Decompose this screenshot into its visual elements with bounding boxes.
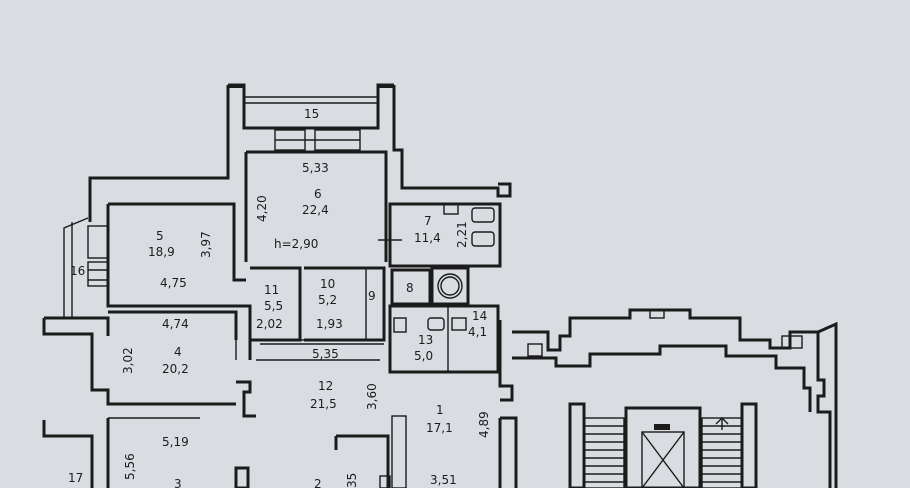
- label-room-16: 16: [70, 264, 85, 278]
- label-room-5-number: 5: [156, 229, 164, 243]
- label-room-10-dim: 1,93: [316, 317, 343, 331]
- label-room-12-area: 21,5: [310, 397, 337, 411]
- label-room-6-depth: 4,20: [255, 195, 269, 222]
- label-room-7-number: 7: [424, 214, 432, 228]
- label-room-3-width: 5,19: [162, 435, 189, 449]
- label-room-4-dim: 3,02: [121, 347, 135, 374]
- room-labels: 15 5,33 4,20 6 22,4 h=2,90 7 11,4 2,21 5…: [68, 107, 491, 488]
- label-room-11-number: 11: [264, 283, 279, 297]
- label-room-13-area: 5,0: [414, 349, 433, 363]
- stair-treads-left: [584, 425, 624, 483]
- label-room-12-number: 12: [318, 379, 333, 393]
- label-room-9: 9: [368, 289, 376, 303]
- label-room-11-area: 5,5: [264, 299, 283, 313]
- label-room-7-area: 11,4: [414, 231, 441, 245]
- label-room-4-number: 4: [174, 345, 182, 359]
- label-room-10-area: 5,2: [318, 293, 337, 307]
- label-room-5-dim: 3,97: [199, 231, 213, 258]
- label-room-3-number: 3: [174, 477, 182, 488]
- label-room-2-number: 2: [314, 477, 322, 488]
- label-room-1-dim: 4,89: [477, 411, 491, 438]
- label-room-1-number: 1: [436, 403, 444, 417]
- walls: [42, 83, 838, 488]
- label-room-6-width: 5,33: [302, 161, 329, 175]
- label-room-12-dim: 3,60: [365, 383, 379, 410]
- label-room-13-number: 13: [418, 333, 433, 347]
- label-room-1-width: 3,51: [430, 473, 457, 487]
- label-room-17: 17: [68, 471, 83, 485]
- label-room-2-dim: 35: [345, 473, 359, 488]
- label-room-6-area: 22,4: [302, 203, 329, 217]
- label-room-11-dim: 2,02: [256, 317, 283, 331]
- label-room-5-width: 4,75: [160, 276, 187, 290]
- label-room-8: 8: [406, 281, 414, 295]
- label-room-5-area: 18,9: [148, 245, 175, 259]
- label-room-1-area: 17,1: [426, 421, 453, 435]
- stair-treads-right: [702, 425, 742, 483]
- label-ceiling-height: h=2,90: [274, 237, 318, 251]
- label-room-15: 15: [304, 107, 319, 121]
- label-room-6-number: 6: [314, 187, 322, 201]
- label-room-10-number: 10: [320, 277, 335, 291]
- label-room-4-area: 20,2: [162, 362, 189, 376]
- label-room-12-width: 5,35: [312, 347, 339, 361]
- label-room-3-dim: 5,56: [123, 453, 137, 480]
- label-room-14-area: 4,1: [468, 325, 487, 339]
- label-room-14-number: 14: [472, 309, 487, 323]
- label-room-7-dim: 2,21: [455, 221, 469, 248]
- label-room-4-width: 4,74: [162, 317, 189, 331]
